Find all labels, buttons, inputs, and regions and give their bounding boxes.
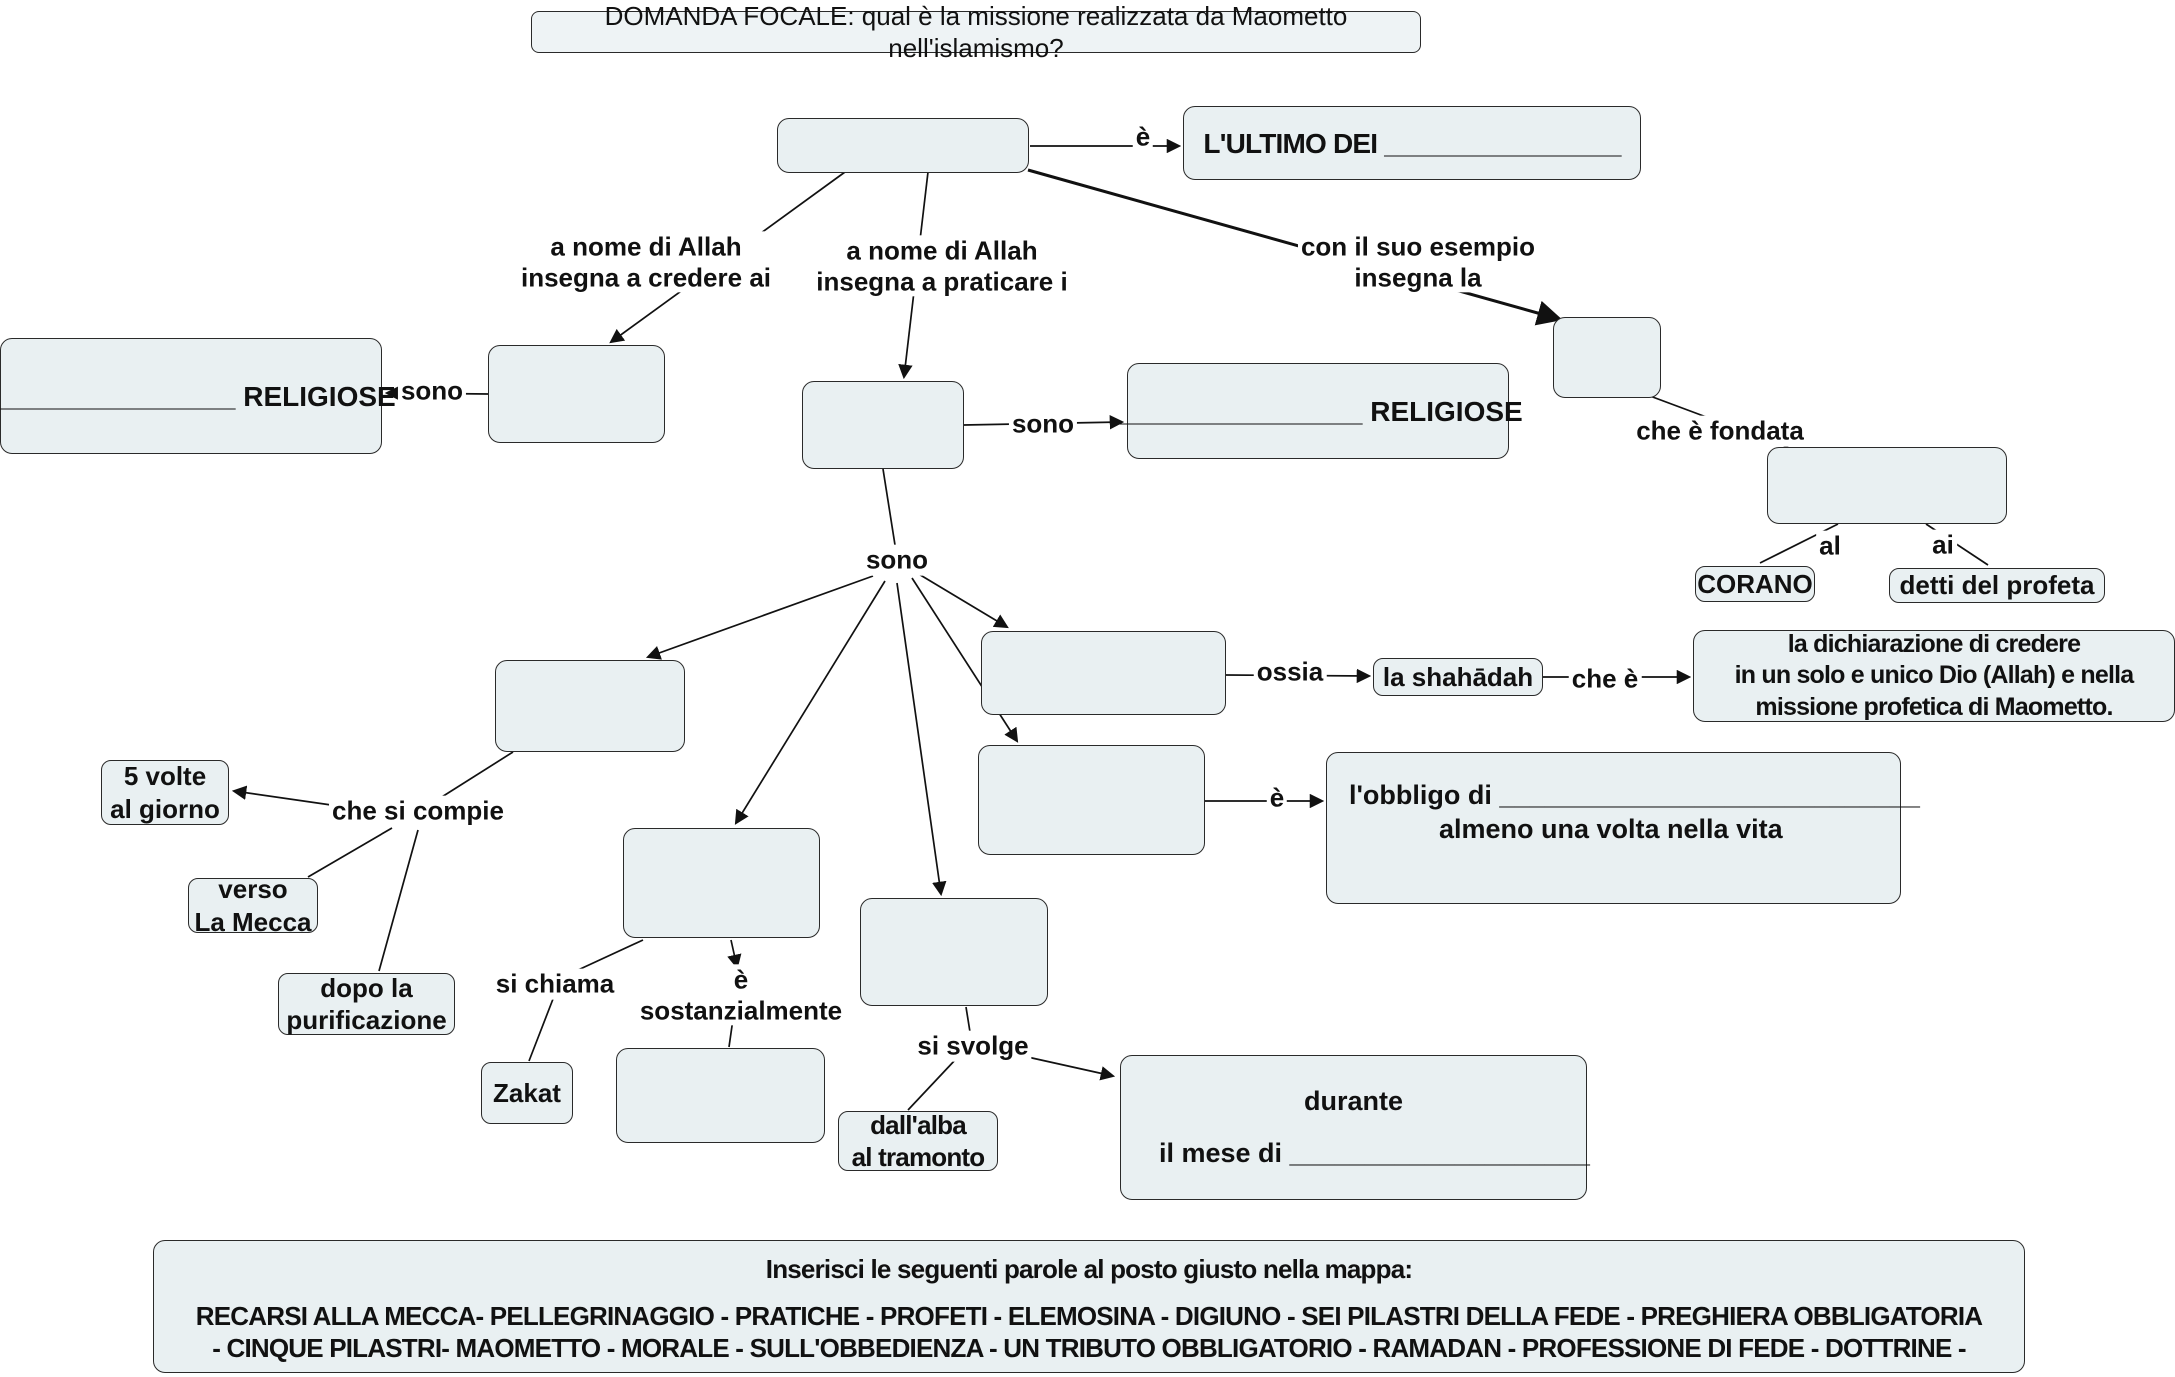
box-dichiarazione: la dichiarazione di credere in un solo e… bbox=[1693, 630, 2175, 722]
dallalba-line1: dall'alba bbox=[870, 1109, 967, 1140]
blank-node-pellegrinaggio[interactable] bbox=[978, 745, 1205, 855]
durante-line2: il mese di ____________________ bbox=[1159, 1137, 1590, 1168]
label-esempio-insegna: con il suo esempio insegna la bbox=[1297, 231, 1539, 293]
word-bank-heading: Inserisci le seguenti parole al posto gi… bbox=[765, 1254, 1413, 1284]
box-zakat: Zakat bbox=[481, 1062, 573, 1124]
label-che-e: che è bbox=[1568, 663, 1642, 695]
blank-node-digiuno[interactable] bbox=[860, 898, 1048, 1006]
label-che-si-compie: che si compie bbox=[329, 795, 507, 827]
blank-node-dottrine[interactable] bbox=[488, 345, 665, 443]
word-bank-line2: - CINQUE PILASTRI- MAOMETTO - MORALE - S… bbox=[212, 1333, 1966, 1363]
word-bank-box: Inserisci le seguenti parole al posto gi… bbox=[153, 1240, 2025, 1373]
label-al: al bbox=[1816, 530, 1844, 562]
label-e-top: è bbox=[1132, 121, 1154, 153]
label-sono-left: sono bbox=[397, 375, 467, 407]
focus-question-box: DOMANDA FOCALE: qual è la missione reali… bbox=[531, 1, 1421, 63]
label-che-e-fondata: che è fondata bbox=[1633, 415, 1807, 447]
box-5-volte-al-giorno: 5 volte al giorno bbox=[101, 760, 229, 825]
obbligo-line1: l'obbligo di ___________________________… bbox=[1349, 780, 1920, 811]
cinque-volte-line1: 5 volte bbox=[123, 761, 207, 791]
ultimo-dei-text: L'ULTIMO DEI ________________ bbox=[1203, 127, 1621, 159]
corano-text: CORANO bbox=[1697, 568, 1813, 599]
label-insegna-praticare: a nome di Allah insegna a praticare i bbox=[813, 235, 1071, 297]
detti-del-profeta-text: detti del profeta bbox=[1899, 570, 2095, 601]
label-si-svolge: si svolge bbox=[914, 1030, 1032, 1062]
dichiarazione-line2: in un solo e unico Dio (Allah) e nella bbox=[1734, 661, 2135, 690]
blank-node-professione[interactable] bbox=[981, 631, 1226, 715]
blank-node-elemosina[interactable] bbox=[623, 828, 820, 938]
box-detti-del-profeta: detti del profeta bbox=[1889, 568, 2105, 603]
box-obbligo[interactable]: l'obbligo di ___________________________… bbox=[1326, 752, 1920, 904]
blank-node-maometto[interactable] bbox=[777, 118, 1029, 173]
label-ossia: ossia bbox=[1253, 656, 1327, 688]
box-shahadah: la shahādah bbox=[1373, 658, 1543, 696]
blank-node-preghiera[interactable] bbox=[495, 660, 685, 752]
label-si-chiama: si chiama bbox=[492, 968, 618, 1000]
dichiarazione-line1: la dichiarazione di credere bbox=[1787, 630, 2081, 659]
zakat-text: Zakat bbox=[493, 1077, 561, 1108]
dichiarazione-line3: missione profetica di Maometto. bbox=[1755, 692, 2113, 721]
label-ai: ai bbox=[1929, 529, 1957, 561]
label-insegna-credere: a nome di Allah insegna a credere ai bbox=[517, 231, 775, 293]
blank-node-morale[interactable] bbox=[1553, 317, 1661, 398]
box-dallalba-al-tramonto: dall'alba al tramonto bbox=[838, 1109, 998, 1172]
box-ultimo-dei[interactable]: L'ULTIMO DEI ________________ bbox=[1183, 106, 1641, 180]
box-dopo-la-purificazione: dopo la purificazione bbox=[278, 973, 455, 1035]
verso-line2: La Mecca bbox=[194, 906, 312, 937]
blank-node-cinque-pilastri[interactable] bbox=[802, 381, 964, 469]
label-e-pellegrinaggio: è bbox=[1266, 782, 1288, 814]
blank-node-obbedienza[interactable] bbox=[1767, 447, 2007, 524]
obbligo-line2: almeno una volta nella vita bbox=[1439, 814, 1783, 844]
word-bank-line1: RECARSI ALLA MECCA- PELLEGRINAGGIO - PRA… bbox=[195, 1300, 1983, 1331]
box-corano: CORANO bbox=[1695, 566, 1815, 602]
religiose-mid-text: ________________ RELIGIOSE bbox=[1113, 395, 1523, 427]
religiose-left-text: ________________ RELIGIOSE bbox=[0, 380, 396, 412]
box-religiose-mid[interactable]: ________________ RELIGIOSE bbox=[1113, 363, 1523, 459]
box-durante-il-mese[interactable]: durante il mese di ____________________ bbox=[1120, 1055, 1590, 1200]
box-verso-la-mecca: verso La Mecca bbox=[188, 874, 318, 937]
box-religiose-left[interactable]: ________________ RELIGIOSE bbox=[0, 338, 396, 454]
verso-line1: verso bbox=[218, 874, 288, 904]
label-e-sostanzialmente: è sostanzialmente bbox=[636, 964, 846, 1026]
dallalba-line2: al tramonto bbox=[851, 1142, 986, 1172]
durante-line1: durante bbox=[1303, 1085, 1403, 1116]
focus-question-text: DOMANDA FOCALE: qual è la missione reali… bbox=[604, 0, 1348, 64]
cinque-volte-line2: al giorno bbox=[110, 793, 220, 824]
blank-node-tributo[interactable] bbox=[616, 1048, 825, 1143]
dopo-line2: purificazione bbox=[286, 1005, 447, 1035]
shahadah-text: la shahādah bbox=[1382, 661, 1534, 692]
label-sono-mid: sono bbox=[1008, 408, 1078, 440]
dopo-line1: dopo la bbox=[320, 972, 413, 1003]
label-sono-hub: sono bbox=[862, 544, 932, 576]
